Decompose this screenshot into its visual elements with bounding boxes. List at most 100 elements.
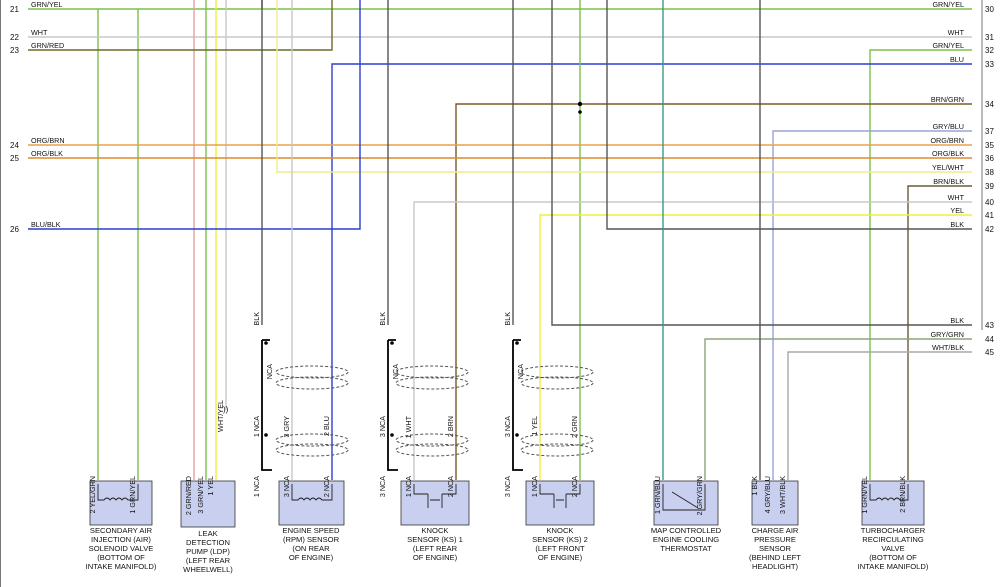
component-caption-cap: (BEHIND LEFT xyxy=(749,553,801,562)
pin-label-ks1: 3 NCA xyxy=(378,416,387,437)
component-caption-map: THERMOSTAT xyxy=(660,544,712,553)
map-switch-symbol xyxy=(662,484,706,511)
splice-dot xyxy=(578,110,582,114)
row-number-right: 44 xyxy=(985,335,994,344)
wire-label-left: BLU/BLK xyxy=(31,220,61,229)
component-caption-air: (BOTTOM OF xyxy=(97,553,145,562)
component-caption-cap: PRESSURE xyxy=(754,535,796,544)
pin-label-turbo: 2 BRN/BLK xyxy=(898,476,907,513)
component-caption-map: ENGINE COOLING xyxy=(653,535,719,544)
pin-label-ks1: 2 BRN xyxy=(446,416,455,437)
wire-label-right: BLK xyxy=(950,220,964,229)
label-layer: 21GRN/YEL22WHT23GRN/RED24ORG/BRN25ORG/BL… xyxy=(10,0,994,574)
row-number-right: 30 xyxy=(985,5,994,14)
component-caption-rpm: ENGINE SPEED xyxy=(283,526,340,535)
shield-nca-label: NCA xyxy=(516,364,525,379)
shield-oval-ks1 xyxy=(395,443,469,457)
shield-nca-label: NCA xyxy=(265,364,274,379)
pin-label-map: 1 GRN/BLU xyxy=(653,476,662,514)
wire-label-right: GRN/YEL xyxy=(932,0,964,9)
pin-label-ldp: 2 GRN/RED xyxy=(184,476,193,515)
pin-label-ldp-wht: WHT/YEL xyxy=(216,400,225,432)
pin-label-ks1-low: 2 NCA xyxy=(446,476,455,497)
wire-brn-grn-34 xyxy=(455,103,972,480)
shield-oval-ks2 xyxy=(520,443,594,457)
pin-label-rpm-low: 1 NCA xyxy=(252,476,261,497)
wire-yel-wht-38 xyxy=(276,0,972,173)
wire-label-right: BLK xyxy=(950,316,964,325)
pin-label-air: 1 GRN/YEL xyxy=(128,476,137,514)
row-number-right: 43 xyxy=(985,321,994,330)
shield-oval-ks2 xyxy=(520,376,594,390)
component-caption-turbo: RECIRCULATING xyxy=(862,535,924,544)
shield-oval-ks2 xyxy=(520,365,594,379)
wire-label-right: BRN/GRN xyxy=(931,95,964,104)
component-caption-rpm: (RPM) SENSOR xyxy=(283,535,340,544)
wire-label-left: ORG/BRN xyxy=(31,136,65,145)
wire-label-right: GRY/GRN xyxy=(931,330,964,339)
wire-gry-blu-37 xyxy=(772,130,972,480)
wire-label-right: WHT/BLK xyxy=(932,343,964,352)
row-number-right: 36 xyxy=(985,154,994,163)
rpm-sensor-box xyxy=(278,480,345,526)
component-caption-ks2: (LEFT FRONT xyxy=(535,544,585,553)
wire-label-right: ORG/BLK xyxy=(932,149,964,158)
component-caption-ks1: OF ENGINE) xyxy=(413,553,458,562)
wire-label-right: YEL xyxy=(950,206,964,215)
component-caption-ldp: PUMP (LDP) xyxy=(186,547,230,556)
shield-ground-ks2 xyxy=(512,339,523,471)
row-number-left: 25 xyxy=(10,154,19,163)
pin-label-rpm: 3 GRY xyxy=(282,416,291,438)
ks2-box xyxy=(525,480,595,526)
wire-label-right: BRN/BLK xyxy=(933,177,964,186)
component-caption-turbo: INTAKE MANIFOLD) xyxy=(858,562,929,571)
pin-label-cap: 4 GRY/BLU xyxy=(763,476,772,513)
shield-oval-rpm xyxy=(275,433,349,447)
component-symbols xyxy=(97,484,909,511)
ks2-symbol xyxy=(539,484,581,508)
component-caption-ks2: OF ENGINE) xyxy=(538,553,583,562)
wire-label-right: WHT xyxy=(948,28,965,37)
wire-blu-blk-26 xyxy=(28,0,361,230)
row-number-right: 32 xyxy=(985,46,994,55)
pin-label-rpm: 1 NCA xyxy=(252,416,261,437)
component-caption-ldp: (LEFT REAR xyxy=(186,556,231,565)
component-caption-cap: SENSOR xyxy=(759,544,792,553)
shield-dot xyxy=(390,341,394,345)
pin-label-ks2-low: 3 NCA xyxy=(503,476,512,497)
wire-label-left: ORG/BLK xyxy=(31,149,63,158)
shield-ground-ks1 xyxy=(387,339,398,471)
component-caption-air: INTAKE MANIFOLD) xyxy=(86,562,157,571)
shield-nca-label: NCA xyxy=(391,364,400,379)
shield-dot xyxy=(515,341,519,345)
pin-label-ks1-low: 1 NCA xyxy=(404,476,413,497)
ks1-symbol xyxy=(413,484,457,508)
pin-label-turbo: 1 GRN/YEL xyxy=(860,476,869,514)
component-box-group xyxy=(89,480,925,528)
rpm-coil-symbol xyxy=(291,484,333,501)
shield-ground-rpm xyxy=(261,339,272,471)
shield-oval-rpm xyxy=(275,376,349,390)
wire-label-right: GRY/BLU xyxy=(933,122,964,131)
row-number-right: 41 xyxy=(985,211,994,220)
component-caption-ks1: KNOCK xyxy=(421,526,448,535)
wire-label-right: GRN/YEL xyxy=(932,41,964,50)
wire-group xyxy=(28,0,972,480)
shield-dot xyxy=(264,341,268,345)
wire-label-right: WHT xyxy=(948,193,965,202)
wire-blk-43 xyxy=(551,0,972,326)
air-valve-box xyxy=(89,480,153,526)
turbo-valve-box xyxy=(861,480,925,526)
shield-dot xyxy=(264,433,268,437)
component-caption-rpm: OF ENGINE) xyxy=(289,553,334,562)
component-caption-ldp: WHEELWELL) xyxy=(183,565,233,574)
row-number-right: 38 xyxy=(985,168,994,177)
component-caption-turbo: TURBOCHARGER xyxy=(861,526,926,535)
row-number-right: 42 xyxy=(985,225,994,234)
shield-oval-ks1 xyxy=(395,376,469,390)
row-number-right: 33 xyxy=(985,60,994,69)
row-number-left: 23 xyxy=(10,46,19,55)
shield-oval-ks2 xyxy=(520,433,594,447)
pin-label-cap: 1 BLK xyxy=(750,476,759,496)
